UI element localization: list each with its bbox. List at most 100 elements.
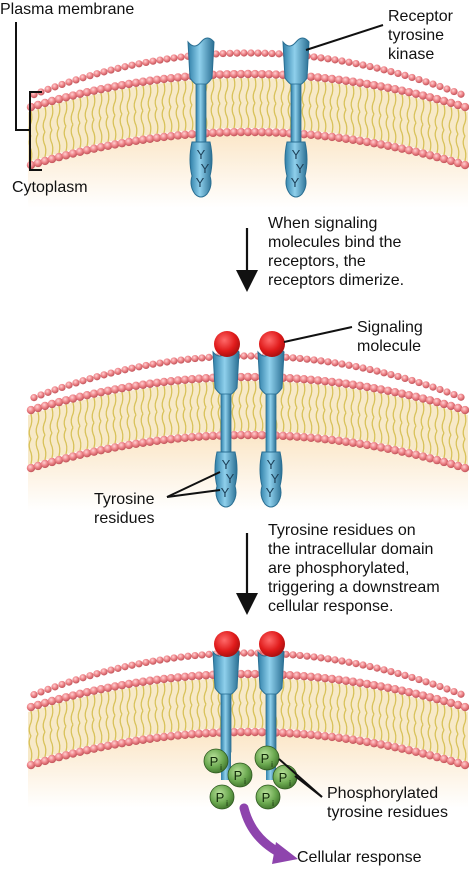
lipid-head [145,76,155,85]
lipid-tail [301,680,306,706]
lipid-head [145,437,155,446]
lipid-tail [371,88,376,115]
lipid-head [243,430,253,440]
lipid-head [334,436,344,446]
lipid-tail [105,116,110,142]
tyrosine-residue: Y [296,161,305,176]
lipid-tail [189,383,194,409]
lipid-head [54,152,64,162]
receptor-tyrosine-kinase: YYY [282,37,310,198]
lipid-tail [252,102,257,129]
lipid-tail [147,412,152,438]
phosphate-label: P [216,790,225,805]
lipid-head [96,742,106,752]
lipid-tail [287,703,292,730]
lipid-head [292,432,302,441]
phosphorylated-residues-label: Phosphorylated tyrosine residues [327,784,448,822]
tyrosine-residue: Y [266,485,275,500]
lipid-head [257,127,267,137]
lipid-tail [378,418,383,444]
lipid-head [313,673,323,682]
lipid-head [320,376,330,386]
lipid-head [334,675,344,685]
lipid-head [422,78,430,86]
lipid-head [219,49,227,58]
lipid-head [429,80,437,88]
lipid-tail [378,715,383,741]
lipid-tail [91,422,96,448]
lipid-head [149,360,157,368]
cytoplasm-region [28,437,468,511]
lipid-tail [245,405,250,432]
lipid-head [177,53,185,61]
lipid-tail [168,409,173,436]
lipid-head [33,700,43,710]
lipid-tail [315,706,320,732]
lipid-head [243,727,253,737]
lipid-head [250,372,260,382]
lipid-head [352,363,360,371]
lipid-tail [77,122,82,148]
lipid-tail [140,685,145,712]
lipid-head [313,434,323,443]
lipid-head [418,691,428,700]
lipid-tail [448,409,453,436]
lipid-tail [301,383,306,409]
lipid-head [152,436,162,446]
tyrosine-residue: Y [196,175,205,190]
lipid-head [121,366,129,374]
lipid-head [446,156,456,166]
lipid-head [338,57,346,65]
lipid-tail [315,409,320,435]
lipid-head [355,78,365,88]
lipid-head [156,56,164,64]
lipid-tail [413,697,418,724]
lipid-head [61,454,71,463]
lipid-head [289,354,297,362]
lipid-head [201,671,211,680]
lipid-head [247,352,255,360]
lipid-head [93,670,101,678]
lipid-tail [294,704,299,730]
lipid-tail [455,108,460,135]
lipid-head [376,443,386,452]
lipid-head [348,380,358,389]
lipid-head [432,752,442,762]
lipid-tail [315,81,320,107]
lipid-head [401,374,409,383]
lipid-tail [385,419,390,445]
lipid-head [152,378,162,388]
lipid-tail [126,687,131,714]
lipid-head [247,649,255,657]
lipid-head [376,82,386,91]
lipid-tail [385,116,390,142]
lipid-tail [427,125,432,152]
lipid-head [156,656,164,664]
lipid-head [380,666,388,674]
lipid-tail [343,412,348,438]
lipid-head [33,100,43,110]
lipid-tail [77,97,82,124]
lipid-head [383,683,393,692]
phosphate-subscript: i [220,763,222,772]
lipid-head [47,457,57,467]
lipid-head [166,131,176,141]
lipid-tail [287,679,292,705]
lipid-head [432,152,442,162]
lipid-tail [28,413,33,440]
lipid-tail [203,382,208,408]
lipid-tail [196,679,201,706]
lipid-head [317,54,325,62]
plasma-membrane-label: Plasma membrane [0,0,134,19]
lipid-tail [126,87,131,114]
lipid-tail [56,727,61,754]
lipid-head [457,90,465,98]
lipid-head [355,439,365,449]
lipid-head [292,374,302,383]
lipid-head [131,136,141,146]
lipid-head [439,154,449,164]
step-1-line-3: receptors, the [268,253,366,270]
lipid-head [425,93,435,102]
lipid-head [180,72,190,81]
